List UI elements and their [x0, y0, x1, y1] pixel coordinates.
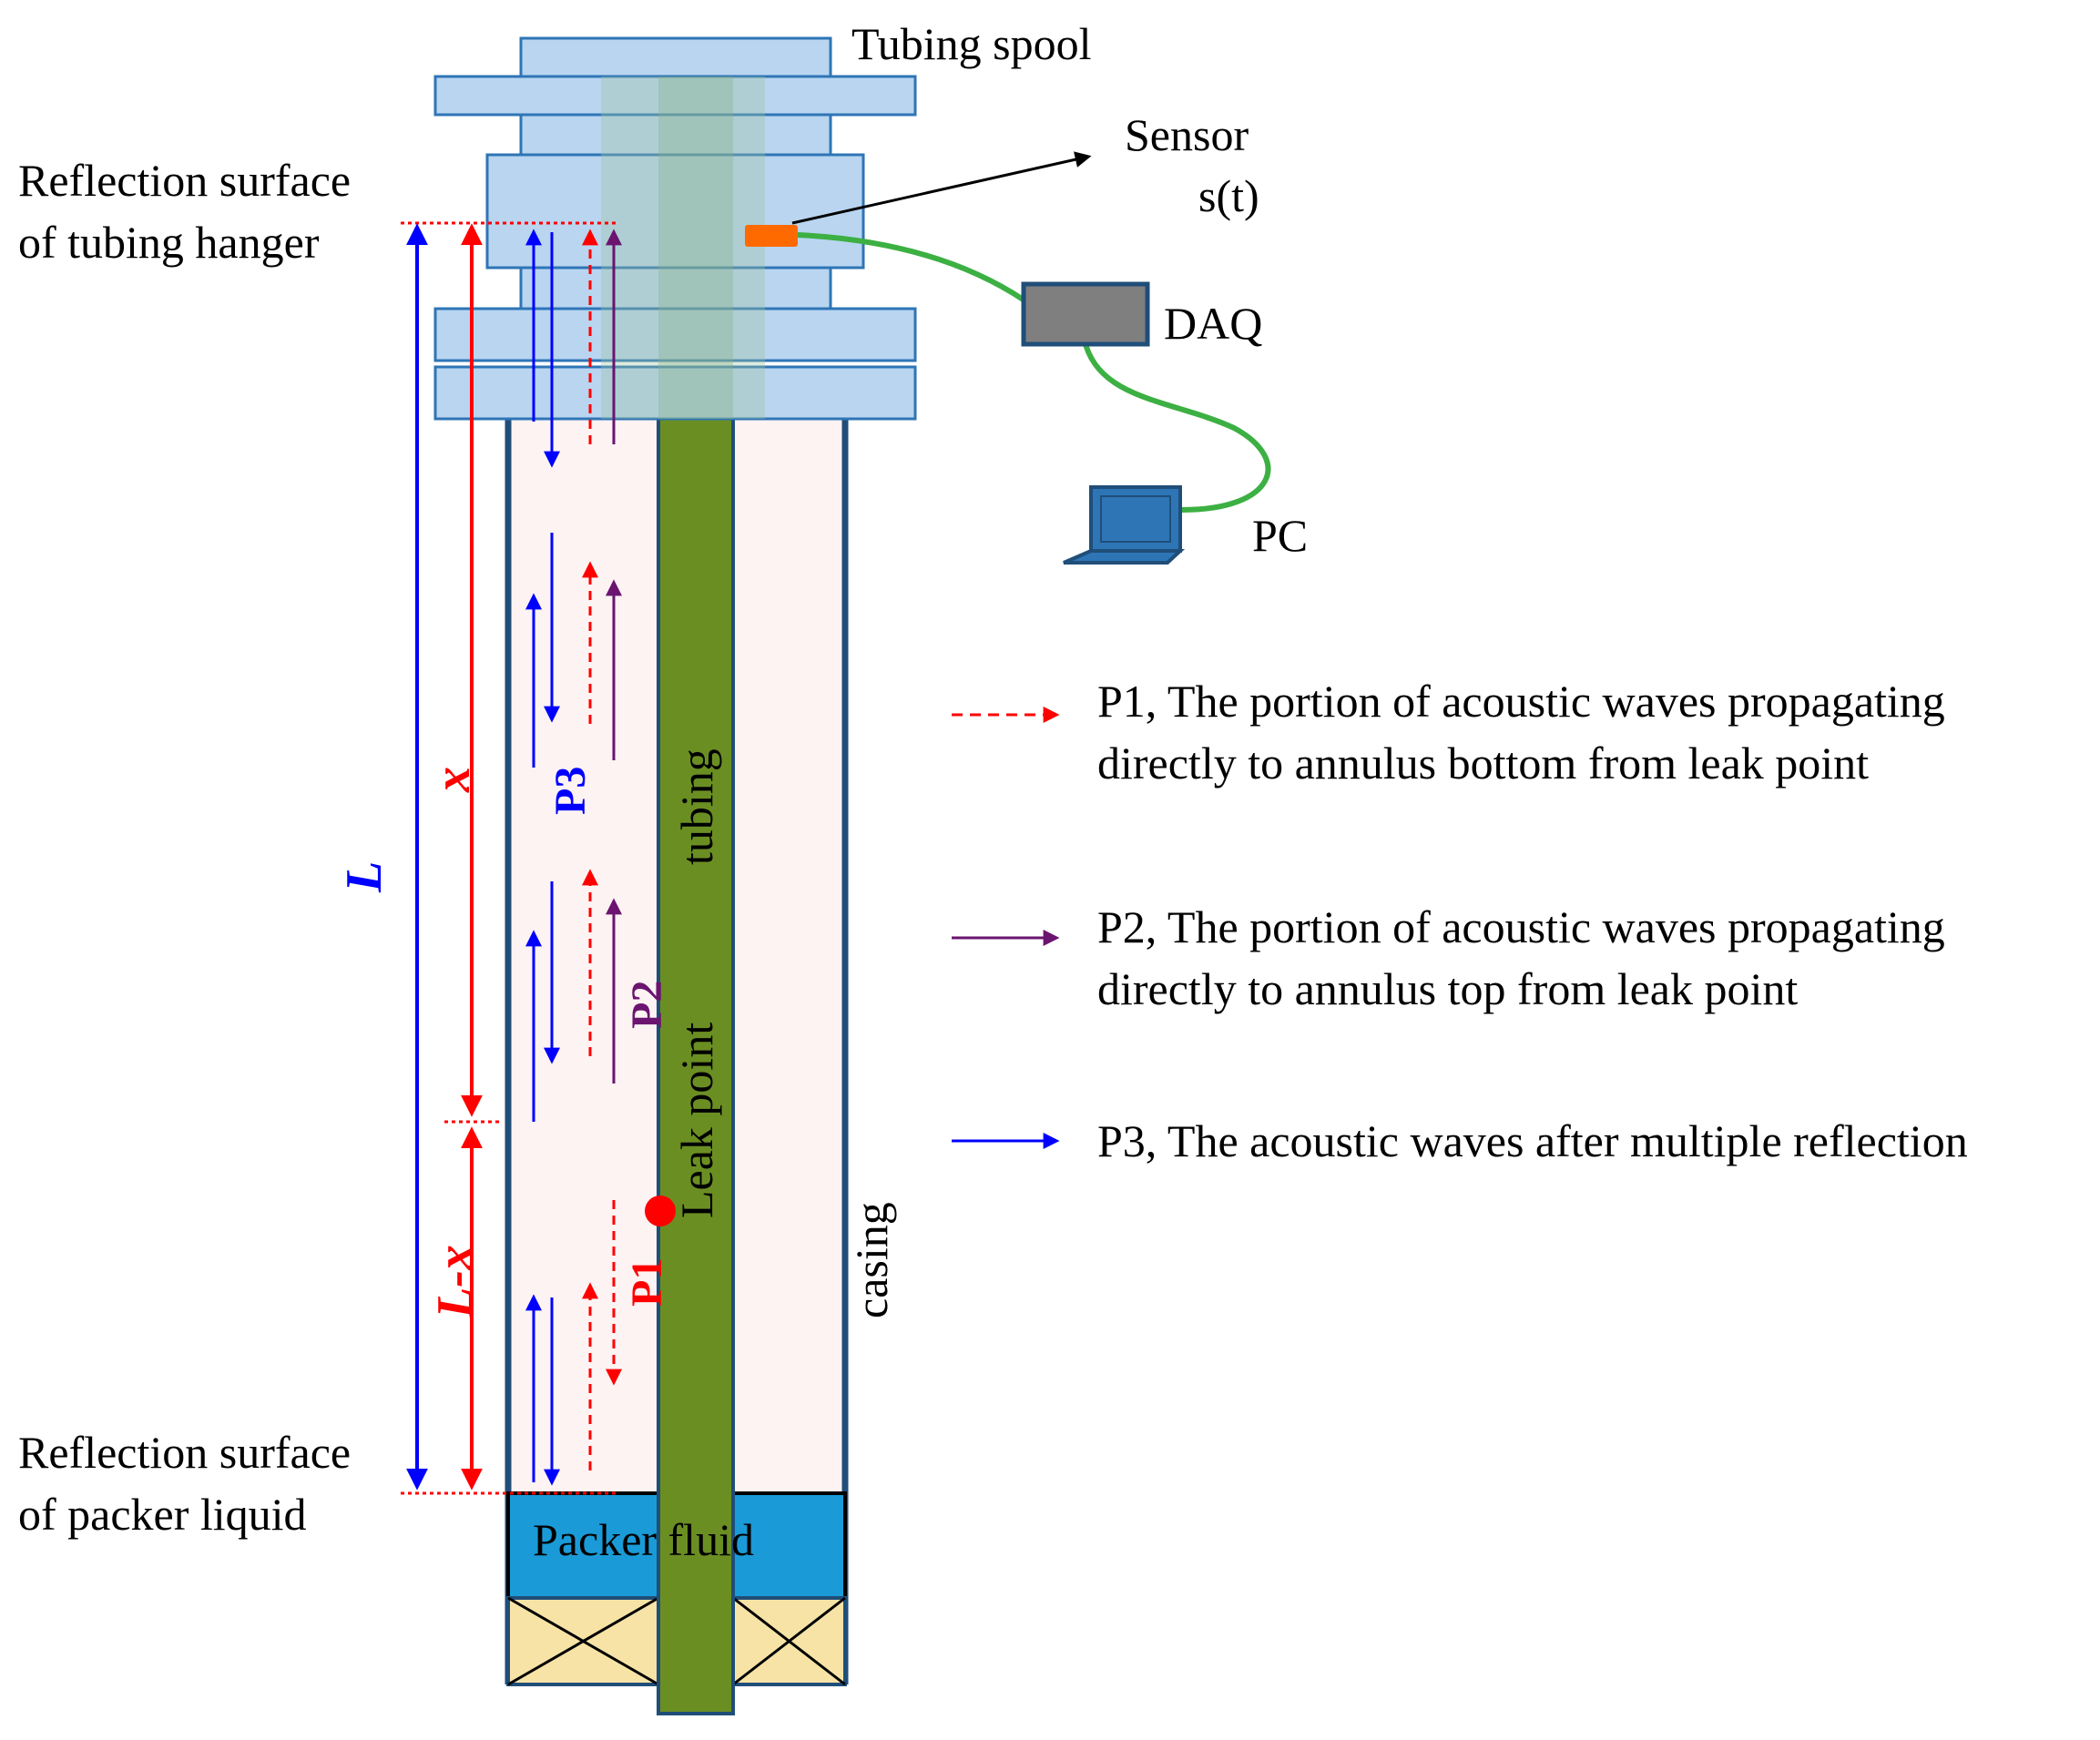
pc-icon	[1063, 485, 1186, 565]
pc-label: PC	[1252, 510, 1308, 561]
packer-left	[506, 1596, 660, 1686]
tubing-label: tubing	[671, 748, 722, 865]
legend: P1, The portion of acoustic waves propag…	[952, 676, 1968, 1166]
tubing	[657, 399, 735, 1715]
daq-box	[1021, 281, 1150, 347]
daq-label: DAQ	[1164, 298, 1262, 349]
packer-fluid-label: Packer fluid	[533, 1514, 754, 1565]
hanger-label-line2: of tubing hanger	[18, 217, 320, 268]
p2-label: P2	[623, 981, 671, 1029]
dim-x-label: x	[424, 767, 481, 793]
dim-Lx-label: L-x	[427, 1245, 484, 1319]
p3-label: P3	[546, 767, 595, 815]
tubing-spool-label: Tubing spool	[851, 18, 1092, 69]
daq-pc-cable	[1083, 343, 1271, 513]
legend-p2-line2: directly to annulus top from leak point	[1097, 963, 1798, 1014]
packer-right	[731, 1596, 847, 1686]
packer-label-line2: of packer liquid	[18, 1489, 307, 1540]
legend-p1-line2: directly to annulus bottom from leak poi…	[1097, 738, 1869, 789]
p1-label: P1	[623, 1258, 671, 1307]
sensor-label: Sensor	[1125, 109, 1249, 160]
packer-label-line1: Reflection surface	[18, 1427, 351, 1478]
sensor	[745, 225, 798, 247]
sensor-pointer-arrow	[791, 151, 1092, 225]
sensor-daq-cable	[797, 232, 1026, 303]
legend-p1-line1: P1, The portion of acoustic waves propag…	[1097, 676, 1945, 727]
legend-p2-line1: P2, The portion of acoustic waves propag…	[1097, 901, 1945, 952]
dim-L-label: L	[336, 861, 392, 893]
legend-p3-line1: P3, The acoustic waves after multiple re…	[1097, 1115, 1968, 1166]
leak-point-marker	[645, 1196, 676, 1226]
casing-label: casing	[846, 1202, 897, 1318]
tubing-spool	[433, 36, 917, 421]
sensor-signal-label: s(t)	[1198, 170, 1259, 221]
hanger-label-line1: Reflection surface	[18, 155, 351, 206]
leak-point-label: Leak point	[671, 1023, 722, 1218]
